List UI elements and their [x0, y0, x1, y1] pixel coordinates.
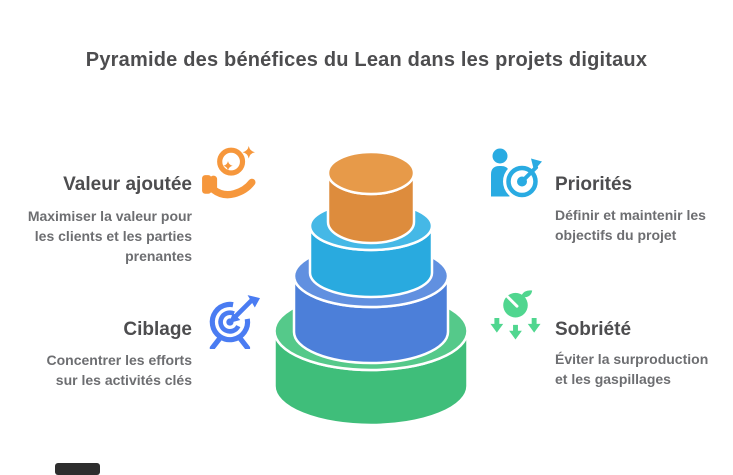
feature-description-sobriete: Éviter la surproduction et les gaspillag… — [555, 351, 709, 387]
page-title: Pyramide des bénéfices du Lean dans les … — [85, 49, 648, 71]
apple-arrows-icon — [489, 289, 542, 343]
target-arrow-icon — [204, 293, 260, 349]
feature-description-ciblage: Concentrer les efforts sur les activités… — [46, 352, 192, 388]
feature-title-valeur-ajoutee: Valeur ajoutée — [63, 174, 192, 195]
watermark-badge — [55, 463, 100, 475]
feature-title-priorites: Priorités — [555, 174, 633, 195]
feature-description-valeur-ajoutee: Maximiser la valeur pour les clients et … — [27, 208, 192, 264]
pyramid-chart — [273, 150, 469, 427]
feature-description-priorites: Définir et maintenir les objectifs du pr… — [555, 207, 706, 243]
feature-title-sobriete: Sobriété — [555, 319, 632, 340]
pyramid-tier-1 — [326, 150, 416, 245]
hand-sparkle-icon — [200, 145, 256, 201]
person-target-icon — [488, 146, 542, 201]
feature-title-ciblage: Ciblage — [123, 319, 192, 340]
